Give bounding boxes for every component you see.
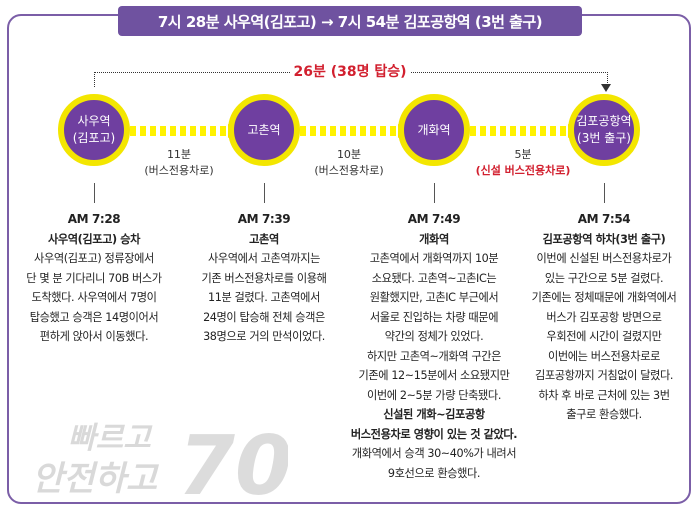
column-line: 9호선으로 환승했다. bbox=[387, 466, 481, 480]
column-heading: 김포공항역 하차(3번 출구) bbox=[542, 232, 666, 246]
station-name: 개화역 bbox=[417, 122, 451, 137]
column-line: 사우역(김포고) 정류장에서 bbox=[34, 252, 154, 265]
column-line: 이번에는 버스전용차로로 bbox=[548, 349, 660, 363]
column-line: 개화역에서 승객 30~40%가 내려서 bbox=[351, 447, 517, 460]
column-line: 소요됐다. 고촌역~고촌IC는 bbox=[371, 271, 497, 285]
segment-time: 5분 bbox=[514, 148, 532, 161]
column-time: AM 7:54 bbox=[577, 212, 631, 226]
segment-note: (신설 버스전용차로) bbox=[475, 164, 571, 177]
column-line: 하지만 고촌역~개화역 구간은 bbox=[367, 349, 501, 363]
column-line: 출구로 환승했다. bbox=[566, 408, 642, 421]
segment-label-3: 5분 (신설 버스전용차로) bbox=[462, 147, 584, 179]
divider bbox=[434, 183, 435, 203]
segment-time: 11분 bbox=[166, 148, 192, 161]
station-name: 사우역 bbox=[77, 114, 111, 128]
station-gimpo-airport: 김포공항역 (3번 출구) bbox=[568, 94, 640, 166]
column-time: AM 7:49 bbox=[407, 212, 461, 226]
column-line: 탑승했고 승객은 14명이어서 bbox=[29, 310, 159, 324]
segment-note: (버스전용차로) bbox=[314, 164, 384, 177]
route-segment-1 bbox=[130, 126, 230, 136]
page-title: 7시 28분 사우역(김포고) → 7시 54분 김포공항역 (3번 출구) bbox=[157, 12, 543, 31]
column-time: AM 7:28 bbox=[67, 212, 121, 226]
column-line: 11분 걸렸다. 고촌역에서 bbox=[208, 291, 320, 304]
column-line: 우회전에 시간이 걸렸지만 bbox=[546, 330, 662, 343]
route-segment-2 bbox=[300, 126, 400, 136]
segment-label-2: 10분 (버스전용차로) bbox=[294, 147, 404, 179]
column-line: 원활했지만, 고촌IC 부근에서 bbox=[369, 291, 499, 304]
column-gimpo-airport: AM 7:54 김포공항역 하차(3번 출구) 이번에 신설된 버스전용차로가 … bbox=[520, 210, 688, 425]
column-emphasis: 신설된 개화~김포공항 bbox=[383, 408, 485, 421]
column-line: 편하게 앉아서 이동했다. bbox=[39, 330, 149, 343]
column-line: 24명이 탑승해 전체 승객은 bbox=[203, 310, 325, 324]
segment-time: 10분 bbox=[336, 148, 362, 161]
station-gaehwa: 개화역 bbox=[398, 94, 470, 166]
column-line: 38명으로 거의 만석이었다. bbox=[203, 330, 325, 343]
column-line: 이번에 2~5분 가량 단축됐다. bbox=[367, 388, 501, 402]
divider bbox=[604, 183, 605, 203]
column-line: 서울로 진입하는 차량 때문에 bbox=[369, 310, 499, 324]
column-line: 단 몇 분 기다리니 70B 버스가 bbox=[26, 271, 162, 285]
column-line: 고촌역에서 개화역까지 10분 bbox=[369, 252, 499, 265]
segment-label-1: 11분 (버스전용차로) bbox=[124, 147, 234, 179]
station-subname: (3번 출구) bbox=[577, 131, 631, 145]
column-time: AM 7:39 bbox=[237, 212, 291, 226]
route-segment-3 bbox=[470, 126, 570, 136]
column-line: 있는 구간으로 5분 걸렸다. bbox=[544, 271, 664, 285]
column-line: 버스가 김포공항 방면으로 bbox=[546, 310, 662, 324]
title-bar: 7시 28분 사우역(김포고) → 7시 54분 김포공항역 (3번 출구) bbox=[118, 6, 582, 36]
column-line: 이번에 신설된 버스전용차로가 bbox=[536, 252, 672, 265]
arrow-down-icon bbox=[601, 84, 611, 92]
column-gochon: AM 7:39 고촌역 사우역에서 고촌역까지는 기존 버스전용차로를 이용해 … bbox=[180, 210, 348, 347]
divider bbox=[264, 183, 265, 203]
column-line: 기존 버스전용차로를 이용해 bbox=[201, 271, 327, 285]
column-line: 도착했다. 사우역에서 7명이 bbox=[31, 291, 157, 304]
column-line: 기존에는 정체때문에 개화역에서 bbox=[531, 291, 677, 304]
column-line: 약간의 정체가 있었다. bbox=[384, 330, 484, 343]
column-heading: 사우역(김포고) 승차 bbox=[47, 232, 141, 246]
column-line: 기존에 12~15분에서 소요됐지만 bbox=[358, 369, 510, 382]
station-sawoo: 사우역 (김포고) bbox=[58, 94, 130, 166]
column-line: 사우역에서 고촌역까지는 bbox=[208, 252, 320, 265]
station-name: 고촌역 bbox=[247, 122, 281, 137]
column-gaehwa: AM 7:49 개화역 고촌역에서 개화역까지 10분 소요됐다. 고촌역~고촌… bbox=[350, 210, 518, 483]
divider bbox=[94, 183, 95, 203]
column-sawoo: AM 7:28 사우역(김포고) 승차 사우역(김포고) 정류장에서 단 몇 분… bbox=[10, 210, 178, 347]
station-subname: (김포고) bbox=[72, 131, 116, 145]
column-line: 하차 후 바로 근처에 있는 3번 bbox=[538, 388, 670, 402]
station-name: 김포공항역 bbox=[576, 114, 632, 128]
station-gochon: 고촌역 bbox=[228, 94, 300, 166]
column-heading: 개화역 bbox=[419, 232, 449, 246]
column-emphasis: 버스전용차로 영향이 있는 것 같았다. bbox=[350, 427, 518, 441]
segment-note: (버스전용차로) bbox=[144, 164, 214, 177]
column-line: 김포공항까지 거침없이 달렸다. bbox=[534, 369, 674, 382]
column-heading: 고촌역 bbox=[249, 232, 279, 246]
total-time-label: 26분 (38명 탑승) bbox=[290, 63, 410, 81]
